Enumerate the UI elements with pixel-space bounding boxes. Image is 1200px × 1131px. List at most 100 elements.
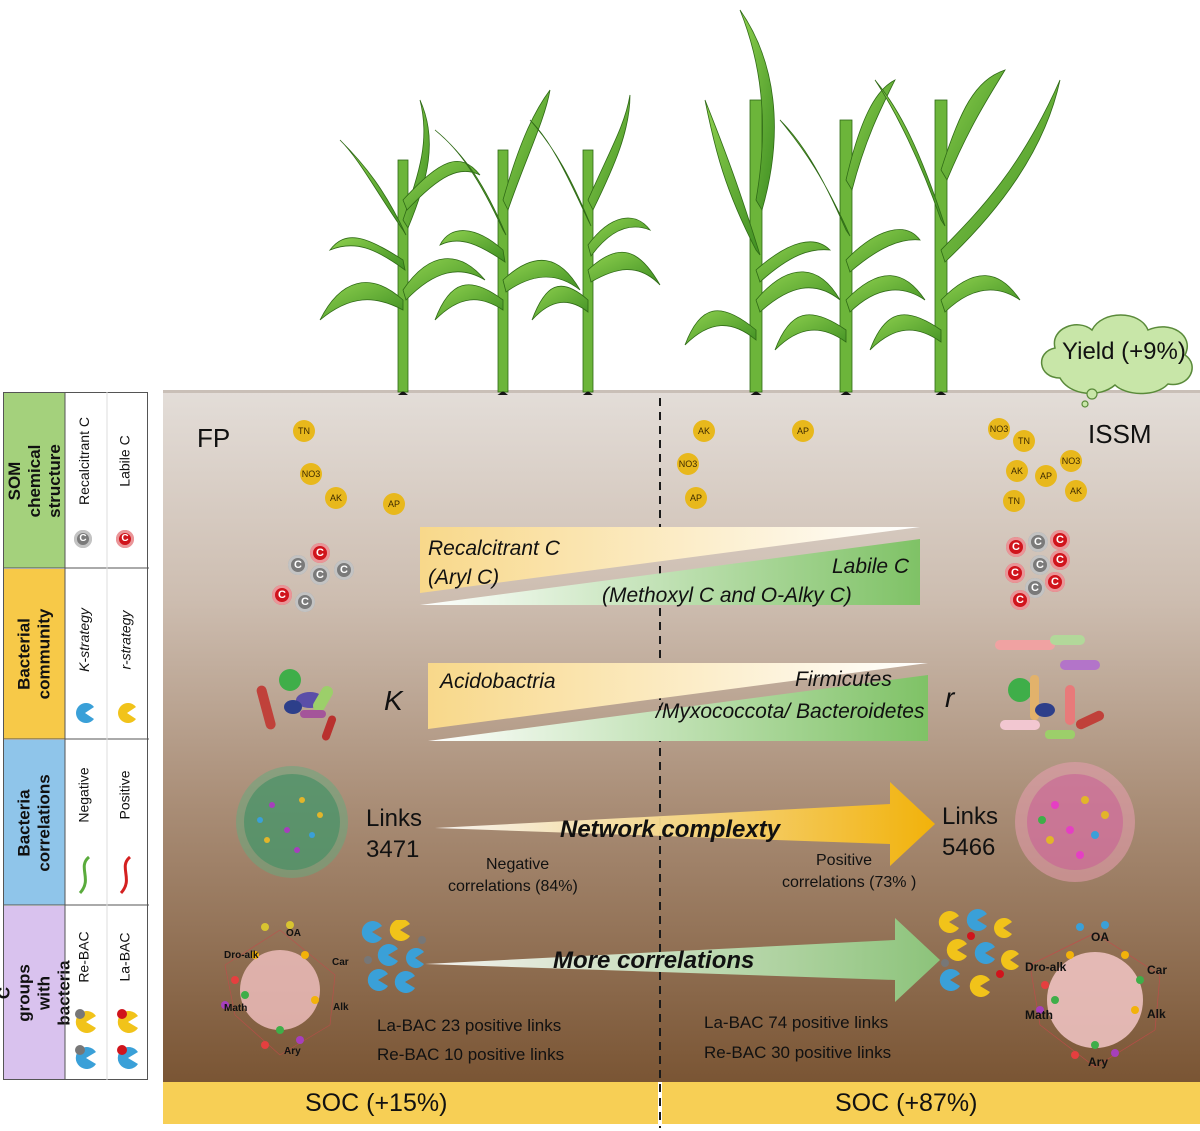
som-left-2: (Aryl C) xyxy=(428,566,500,589)
fp-la-bac-links: La-BAC 23 positive links xyxy=(377,1016,562,1035)
issm-plant-3 xyxy=(869,69,1061,393)
fp-node-alk: Alk xyxy=(333,1002,349,1013)
category-bacterial: Bacterial community xyxy=(4,569,65,739)
legend-r-pacman xyxy=(118,703,136,723)
legend-positive-line xyxy=(119,855,132,895)
issm-nutrient: TN xyxy=(1003,490,1025,512)
fp-plant-1 xyxy=(319,99,486,393)
issm-plant-1 xyxy=(684,9,841,393)
fp-plant-2 xyxy=(434,89,581,393)
issm-label: ISSM xyxy=(1088,419,1152,449)
legend-k-pacman xyxy=(76,703,94,723)
legend-r-strategy: r-strategy xyxy=(117,610,133,670)
soc-bar-issm xyxy=(662,1082,1200,1124)
issm-links-value: 5466 xyxy=(942,834,996,861)
fp-recalcitrant-bead: C xyxy=(334,560,354,580)
bac-left: Acidobactria xyxy=(440,670,556,693)
issm-labile-bead: C xyxy=(1005,563,1025,583)
legend-la-bac-icons xyxy=(117,1009,138,1069)
issm-strategy-letter: r xyxy=(945,682,955,713)
fp-corr-note-2: correlations (84%) xyxy=(448,878,578,895)
fp-node-car: Car xyxy=(332,957,349,968)
correlations-arrow xyxy=(425,918,940,1002)
issm-re-bac-links: Re-BAC 30 positive links xyxy=(704,1043,892,1062)
issm-node-oa: OA xyxy=(1091,930,1109,944)
legend-negative: Negative xyxy=(76,767,93,823)
legend-negative-line xyxy=(78,855,91,895)
fp-node-oa: OA xyxy=(286,928,301,939)
issm-node-dro-alk: Dro-alk xyxy=(1025,960,1067,974)
issm-nutrient: AK xyxy=(1065,480,1087,502)
bac-right-1: Firmicutes xyxy=(795,668,892,691)
issm-recalcitrant-bead: C xyxy=(1028,532,1048,552)
som-gradient xyxy=(420,527,920,605)
som-right-2: (Methoxyl C and O-Alky C) xyxy=(602,584,852,607)
legend-labile-bead: C xyxy=(116,530,134,548)
yield-cloud xyxy=(1040,314,1193,408)
soc-bar-fp xyxy=(163,1082,658,1124)
fp-nutrient: TN xyxy=(293,420,315,442)
category-som: SOM chemical structure xyxy=(4,393,65,568)
legend-labile: Labile C xyxy=(117,435,133,487)
fp-node-dro-alk: Dro-alk xyxy=(224,950,259,961)
issm-nutrient: AK xyxy=(1006,460,1028,482)
issm-nutrient: AP xyxy=(1035,465,1057,487)
fp-node-math: Math xyxy=(224,1003,248,1014)
issm-corr-note-2: correlations (73% ) xyxy=(782,874,917,891)
category-cgroups: C groups with bacteria xyxy=(0,906,74,1079)
fp-re-bac-links: Re-BAC 10 positive links xyxy=(377,1045,565,1064)
issm-links-label: Links xyxy=(942,803,999,830)
issm-labile-bead: C xyxy=(1010,590,1030,610)
fp-recalcitrant-bead: C xyxy=(310,565,330,585)
issm-recalcitrant-bead: C xyxy=(1030,555,1050,575)
legend-positive: Positive xyxy=(117,770,133,820)
issm-nutrient: TN xyxy=(1013,430,1035,452)
legend-re-bac: Re-BAC xyxy=(76,931,93,983)
legend-recalcitrant-bead: C xyxy=(74,530,92,548)
issm-labile-bead: C xyxy=(1006,537,1026,557)
fp-links-value: 3471 xyxy=(366,836,420,863)
issm-node-math: Math xyxy=(1025,1008,1053,1022)
fp-cgroup-network xyxy=(221,921,336,1056)
category-correlations: Bacteria correlations xyxy=(4,740,65,905)
issm-node-alk: Alk xyxy=(1147,1007,1166,1021)
fp-label: FP xyxy=(197,423,231,453)
fp-recalcitrant-bead: C xyxy=(295,592,315,612)
fp-node-ary: Ary xyxy=(284,1046,301,1057)
fp-strategy-letter: K xyxy=(384,685,403,716)
issm-labile-bead: C xyxy=(1045,572,1065,592)
issm-pacman-cluster xyxy=(938,909,1019,997)
fp-plant-3 xyxy=(529,94,661,393)
issm-nutrient: NO3 xyxy=(988,418,1010,440)
legend-la-bac: La-BAC xyxy=(117,932,133,982)
issm-node-ary: Ary xyxy=(1088,1055,1109,1069)
table-grid xyxy=(3,392,149,1080)
fp-nutrient: AP xyxy=(383,493,405,515)
issm-node-car: Car xyxy=(1147,963,1168,977)
issm-labile-bead: C xyxy=(1050,550,1070,570)
legend-recalcitrant: Recalcitrant C xyxy=(76,417,93,505)
soc-issm: SOC (+87%) xyxy=(835,1089,978,1117)
yield-label: Yield (+9%) xyxy=(1062,338,1186,365)
issm-bacteria-cluster xyxy=(995,635,1105,739)
issm-labile-bead: C xyxy=(1050,530,1070,550)
issm-nutrient: AP xyxy=(792,420,814,442)
fp-nutrient: AK xyxy=(325,487,347,509)
legend-k-strategy: K-strategy xyxy=(76,608,92,672)
fp-labile-bead: C xyxy=(272,585,292,605)
bac-gradient xyxy=(428,663,928,741)
issm-la-bac-links: La-BAC 74 positive links xyxy=(704,1013,889,1032)
fp-nutrient: NO3 xyxy=(300,463,322,485)
network-arrow-label: Network complexty xyxy=(560,816,781,843)
soil-surface-line xyxy=(163,390,1200,393)
issm-plant-2 xyxy=(774,79,926,393)
fp-recalcitrant-bead: C xyxy=(288,555,308,575)
maize-plants xyxy=(319,9,1061,395)
bac-right-2: /Myxococcota/ Bacteroidetes xyxy=(656,700,925,723)
network-arrow xyxy=(435,782,935,866)
som-right-1: Labile C xyxy=(832,555,910,578)
issm-nutrient: AP xyxy=(685,487,707,509)
treatment-divider xyxy=(659,398,661,1128)
fp-labile-bead: C xyxy=(310,543,330,563)
